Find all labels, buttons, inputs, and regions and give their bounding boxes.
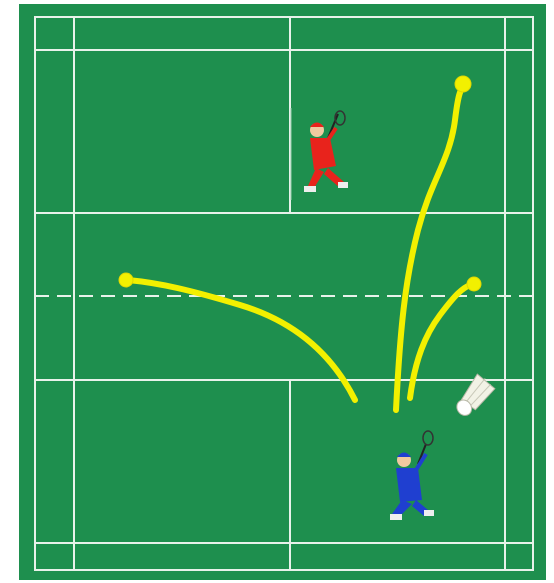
landing-marker-front-left <box>119 273 133 287</box>
player-shoe-right <box>338 182 348 188</box>
player-shoe-left <box>390 514 402 520</box>
player-shoe-left <box>304 186 316 192</box>
landing-marker-front-right <box>467 277 481 291</box>
landing-marker-back-right <box>455 76 471 92</box>
player-jersey <box>396 468 422 502</box>
player-shoe-right <box>424 510 434 516</box>
